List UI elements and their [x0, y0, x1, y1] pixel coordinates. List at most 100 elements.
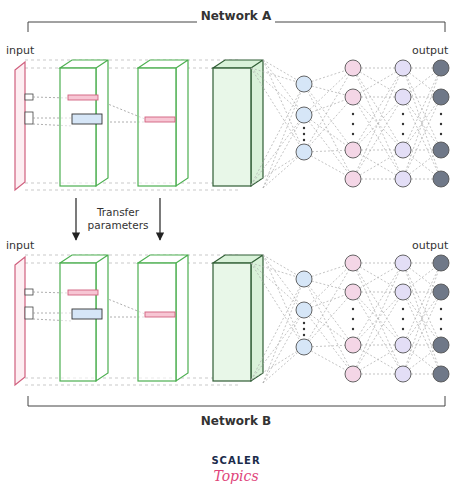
- neuron: [345, 142, 361, 158]
- ellipsis-dot: [402, 308, 404, 310]
- feature-bar: [68, 95, 98, 100]
- neuron: [345, 255, 361, 271]
- ellipsis-dot: [440, 308, 442, 310]
- output-label: output: [412, 239, 448, 252]
- bracket: [28, 396, 445, 406]
- feature-bar: [145, 117, 175, 122]
- dense-connection: [251, 68, 304, 152]
- input-label: input: [6, 239, 34, 252]
- neuron: [296, 271, 312, 287]
- neuron: [433, 89, 449, 105]
- neuron: [395, 366, 411, 382]
- neuron: [395, 255, 411, 271]
- input-label: input: [6, 44, 34, 57]
- dense-connection: [251, 263, 304, 310]
- ellipsis-dot: [352, 308, 354, 310]
- ellipsis-dot: [303, 139, 305, 141]
- neuron: [345, 60, 361, 76]
- network: [15, 255, 449, 385]
- dense-connection: [251, 152, 304, 185]
- ellipsis-dot: [303, 133, 305, 135]
- network: [15, 60, 449, 190]
- dense-connection: [403, 263, 441, 374]
- volume-front: [213, 263, 251, 381]
- dense-connection: [304, 115, 353, 150]
- neuron: [433, 171, 449, 187]
- dense-connection: [353, 150, 403, 179]
- kernel: [25, 289, 33, 295]
- dense-connection: [304, 97, 353, 152]
- volume-side: [60, 60, 108, 186]
- dense-connection: [353, 345, 403, 374]
- dense-connection: [304, 263, 353, 310]
- ellipsis-dot: [402, 328, 404, 330]
- dense-connection: [353, 292, 403, 374]
- dense-connection: [353, 68, 403, 97]
- dense-connection: [304, 292, 353, 347]
- ellipsis-dot: [440, 328, 442, 330]
- dense-connection: [403, 292, 441, 345]
- dense-connection: [403, 292, 441, 374]
- dense-connection: [403, 263, 441, 374]
- volume-front: [213, 68, 251, 186]
- feature-bar: [145, 312, 175, 317]
- guide-line: [25, 385, 240, 386]
- neuron: [345, 284, 361, 300]
- ellipsis-dot: [402, 133, 404, 135]
- dense-connection: [403, 97, 441, 179]
- neuron: [395, 337, 411, 353]
- dense-connection: [353, 263, 403, 374]
- kernel: [25, 307, 33, 319]
- dense-connection: [353, 345, 403, 374]
- dense-connection: [403, 292, 441, 345]
- neuron: [296, 76, 312, 92]
- volume-side: [213, 60, 263, 186]
- dense-connection: [251, 84, 304, 185]
- guide-line: [25, 255, 240, 256]
- feature-bar: [68, 290, 98, 295]
- network-title: Network B: [201, 414, 271, 428]
- output-label: output: [412, 44, 448, 57]
- neuron: [395, 171, 411, 187]
- neuron: [345, 171, 361, 187]
- ellipsis-dot: [440, 113, 442, 115]
- dense-connection: [403, 97, 441, 150]
- ellipsis-dot: [303, 328, 305, 330]
- neuron: [395, 284, 411, 300]
- guide-line: [25, 378, 213, 379]
- ellipsis-dot: [440, 133, 442, 135]
- volume-front: [60, 263, 96, 381]
- transfer-label: Transfer parameters: [83, 206, 153, 231]
- volume-front: [138, 263, 176, 381]
- feature-bar: [72, 309, 102, 319]
- transfer-arrow: [75, 198, 76, 240]
- ellipsis-dot: [440, 123, 442, 125]
- volume-side: [213, 255, 263, 381]
- network-title: Network A: [197, 9, 276, 23]
- dense-connection: [353, 97, 403, 179]
- kernel: [25, 112, 33, 124]
- bracket: [28, 22, 445, 32]
- volume-front: [60, 68, 96, 186]
- neuron: [345, 366, 361, 382]
- ellipsis-dot: [303, 334, 305, 336]
- ellipsis-dot: [303, 322, 305, 324]
- neuron: [296, 302, 312, 318]
- guide-line: [25, 60, 240, 61]
- ellipsis-dot: [352, 113, 354, 115]
- neuron: [345, 89, 361, 105]
- kernel: [25, 94, 33, 100]
- ellipsis-dot: [440, 318, 442, 320]
- volume-side: [138, 255, 188, 381]
- logo-text: Topics: [213, 468, 258, 485]
- neuron: [433, 60, 449, 76]
- dense-connection: [251, 263, 304, 347]
- ellipsis-dot: [352, 328, 354, 330]
- neuron: [395, 89, 411, 105]
- dense-connection: [304, 310, 353, 345]
- neuron: [433, 255, 449, 271]
- dense-connection: [263, 60, 304, 152]
- input-plane: [15, 257, 25, 385]
- neuron: [296, 107, 312, 123]
